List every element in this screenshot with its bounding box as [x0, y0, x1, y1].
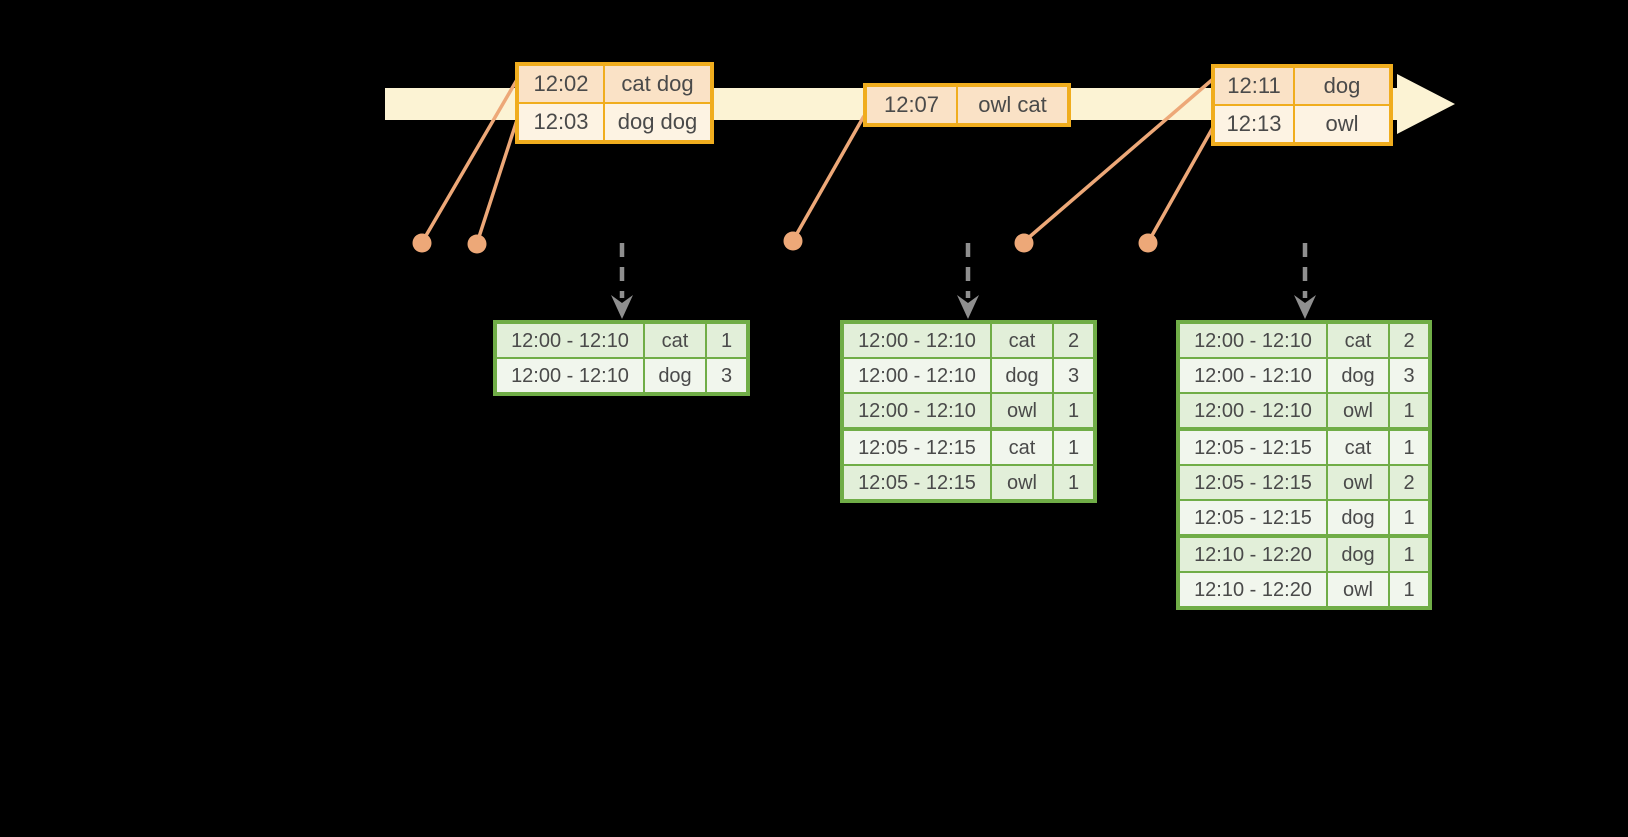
- event-box-1: 12:02 cat dog 12:03 dog dog: [516, 63, 713, 143]
- trigger-arrow-down-icon: [611, 243, 633, 319]
- event-time-cell: 12:11: [1215, 68, 1293, 104]
- event-dot-icon: [467, 234, 487, 254]
- table-row: 12:00 - 12:10 cat 2: [1180, 324, 1428, 357]
- table-row: 12:05 - 12:15 owl 1: [844, 466, 1093, 499]
- event-row: 12:07 owl cat: [867, 87, 1067, 123]
- count-cell: 1: [1390, 501, 1428, 534]
- table-row: 12:00 - 12:10 cat 2: [844, 324, 1093, 357]
- count-cell: 3: [707, 359, 746, 392]
- count-cell: 1: [1390, 394, 1428, 427]
- event-dot-icon: [1138, 233, 1158, 253]
- count-cell: 2: [1390, 324, 1428, 357]
- count-cell: 1: [1054, 431, 1093, 464]
- window-cell: 12:10 - 12:20: [1180, 538, 1326, 571]
- table-row: 12:10 - 12:20 dog 1: [1180, 538, 1428, 571]
- word-cell: owl: [992, 466, 1052, 499]
- word-cell: dog: [1328, 359, 1388, 392]
- table-row: 12:00 - 12:10 owl 1: [1180, 394, 1428, 427]
- count-cell: 1: [1390, 538, 1428, 571]
- event-connector-line: [1148, 121, 1218, 240]
- window-cell: 12:05 - 12:15: [1180, 466, 1326, 499]
- event-connector-line: [476, 119, 519, 241]
- word-cell: dog: [1328, 538, 1388, 571]
- word-cell: cat: [645, 324, 705, 357]
- count-cell: 2: [1390, 466, 1428, 499]
- event-time-cell: 12:03: [519, 104, 603, 140]
- word-cell: cat: [1328, 431, 1388, 464]
- event-box-2: 12:07 owl cat: [864, 84, 1070, 126]
- event-connector-line: [793, 115, 866, 238]
- window-cell: 12:05 - 12:15: [844, 466, 990, 499]
- word-cell: owl: [1328, 573, 1388, 606]
- event-time-cell: 12:13: [1215, 106, 1293, 142]
- window-cell: 12:00 - 12:10: [1180, 394, 1326, 427]
- word-cell: cat: [992, 431, 1052, 464]
- count-cell: 1: [1390, 573, 1428, 606]
- table-row: 12:00 - 12:10 owl 1: [844, 394, 1093, 427]
- table-row: 12:05 - 12:15 cat 1: [1180, 431, 1428, 464]
- window-cell: 12:10 - 12:20: [1180, 573, 1326, 606]
- event-row: 12:13 owl: [1215, 106, 1389, 142]
- word-cell: dog: [992, 359, 1052, 392]
- event-connector-line: [422, 77, 520, 240]
- event-time-cell: 12:02: [519, 66, 603, 102]
- event-dot-icon: [783, 231, 803, 251]
- table-row: 12:05 - 12:15 dog 1: [1180, 501, 1428, 534]
- event-words-cell: dog: [1295, 68, 1389, 104]
- word-cell: owl: [1328, 394, 1388, 427]
- count-cell: 3: [1054, 359, 1093, 392]
- count-cell: 1: [707, 324, 746, 357]
- table-row: 12:05 - 12:15 cat 1: [844, 431, 1093, 464]
- table-row: 12:00 - 12:10 dog 3: [844, 359, 1093, 392]
- event-words-cell: cat dog: [605, 66, 710, 102]
- window-cell: 12:00 - 12:10: [1180, 324, 1326, 357]
- window-cell: 12:00 - 12:10: [844, 359, 990, 392]
- count-cell: 1: [1390, 431, 1428, 464]
- count-cell: 1: [1054, 466, 1093, 499]
- count-cell: 3: [1390, 359, 1428, 392]
- table-row: 12:00 - 12:10 dog 3: [1180, 359, 1428, 392]
- word-cell: dog: [1328, 501, 1388, 534]
- event-words-cell: owl: [1295, 106, 1389, 142]
- window-cell: 12:05 - 12:15: [1180, 501, 1326, 534]
- window-cell: 12:05 - 12:15: [1180, 431, 1326, 464]
- event-words-cell: owl cat: [958, 87, 1067, 123]
- window-cell: 12:00 - 12:10: [497, 359, 643, 392]
- word-cell: dog: [645, 359, 705, 392]
- trigger-arrow-down-icon: [1294, 243, 1316, 319]
- event-time-cell: 12:07: [867, 87, 956, 123]
- trigger-arrow-down-icon: [957, 243, 979, 319]
- window-cell: 12:00 - 12:10: [844, 324, 990, 357]
- table-row: 12:10 - 12:20 owl 1: [1180, 573, 1428, 606]
- event-box-3: 12:11 dog 12:13 owl: [1212, 65, 1392, 145]
- word-cell: cat: [1328, 324, 1388, 357]
- event-row: 12:03 dog dog: [519, 104, 710, 140]
- result-table-3: 12:00 - 12:10 cat 2 12:00 - 12:10 dog 3 …: [1176, 320, 1432, 610]
- event-dot-icon: [1014, 233, 1034, 253]
- table-row: 12:05 - 12:15 owl 2: [1180, 466, 1428, 499]
- window-cell: 12:00 - 12:10: [497, 324, 643, 357]
- window-cell: 12:05 - 12:15: [844, 431, 990, 464]
- event-row: 12:02 cat dog: [519, 66, 710, 102]
- event-dot-icon: [412, 233, 432, 253]
- word-cell: cat: [992, 324, 1052, 357]
- table-row: 12:00 - 12:10 cat 1: [497, 324, 746, 357]
- word-cell: owl: [1328, 466, 1388, 499]
- result-table-2: 12:00 - 12:10 cat 2 12:00 - 12:10 dog 3 …: [840, 320, 1097, 503]
- event-row: 12:11 dog: [1215, 68, 1389, 104]
- window-cell: 12:00 - 12:10: [844, 394, 990, 427]
- word-cell: owl: [992, 394, 1052, 427]
- window-cell: 12:00 - 12:10: [1180, 359, 1326, 392]
- event-words-cell: dog dog: [605, 104, 710, 140]
- count-cell: 1: [1054, 394, 1093, 427]
- event-connector-line: [1025, 77, 1215, 241]
- count-cell: 2: [1054, 324, 1093, 357]
- result-table-1: 12:00 - 12:10 cat 1 12:00 - 12:10 dog 3: [493, 320, 750, 396]
- table-row: 12:00 - 12:10 dog 3: [497, 359, 746, 392]
